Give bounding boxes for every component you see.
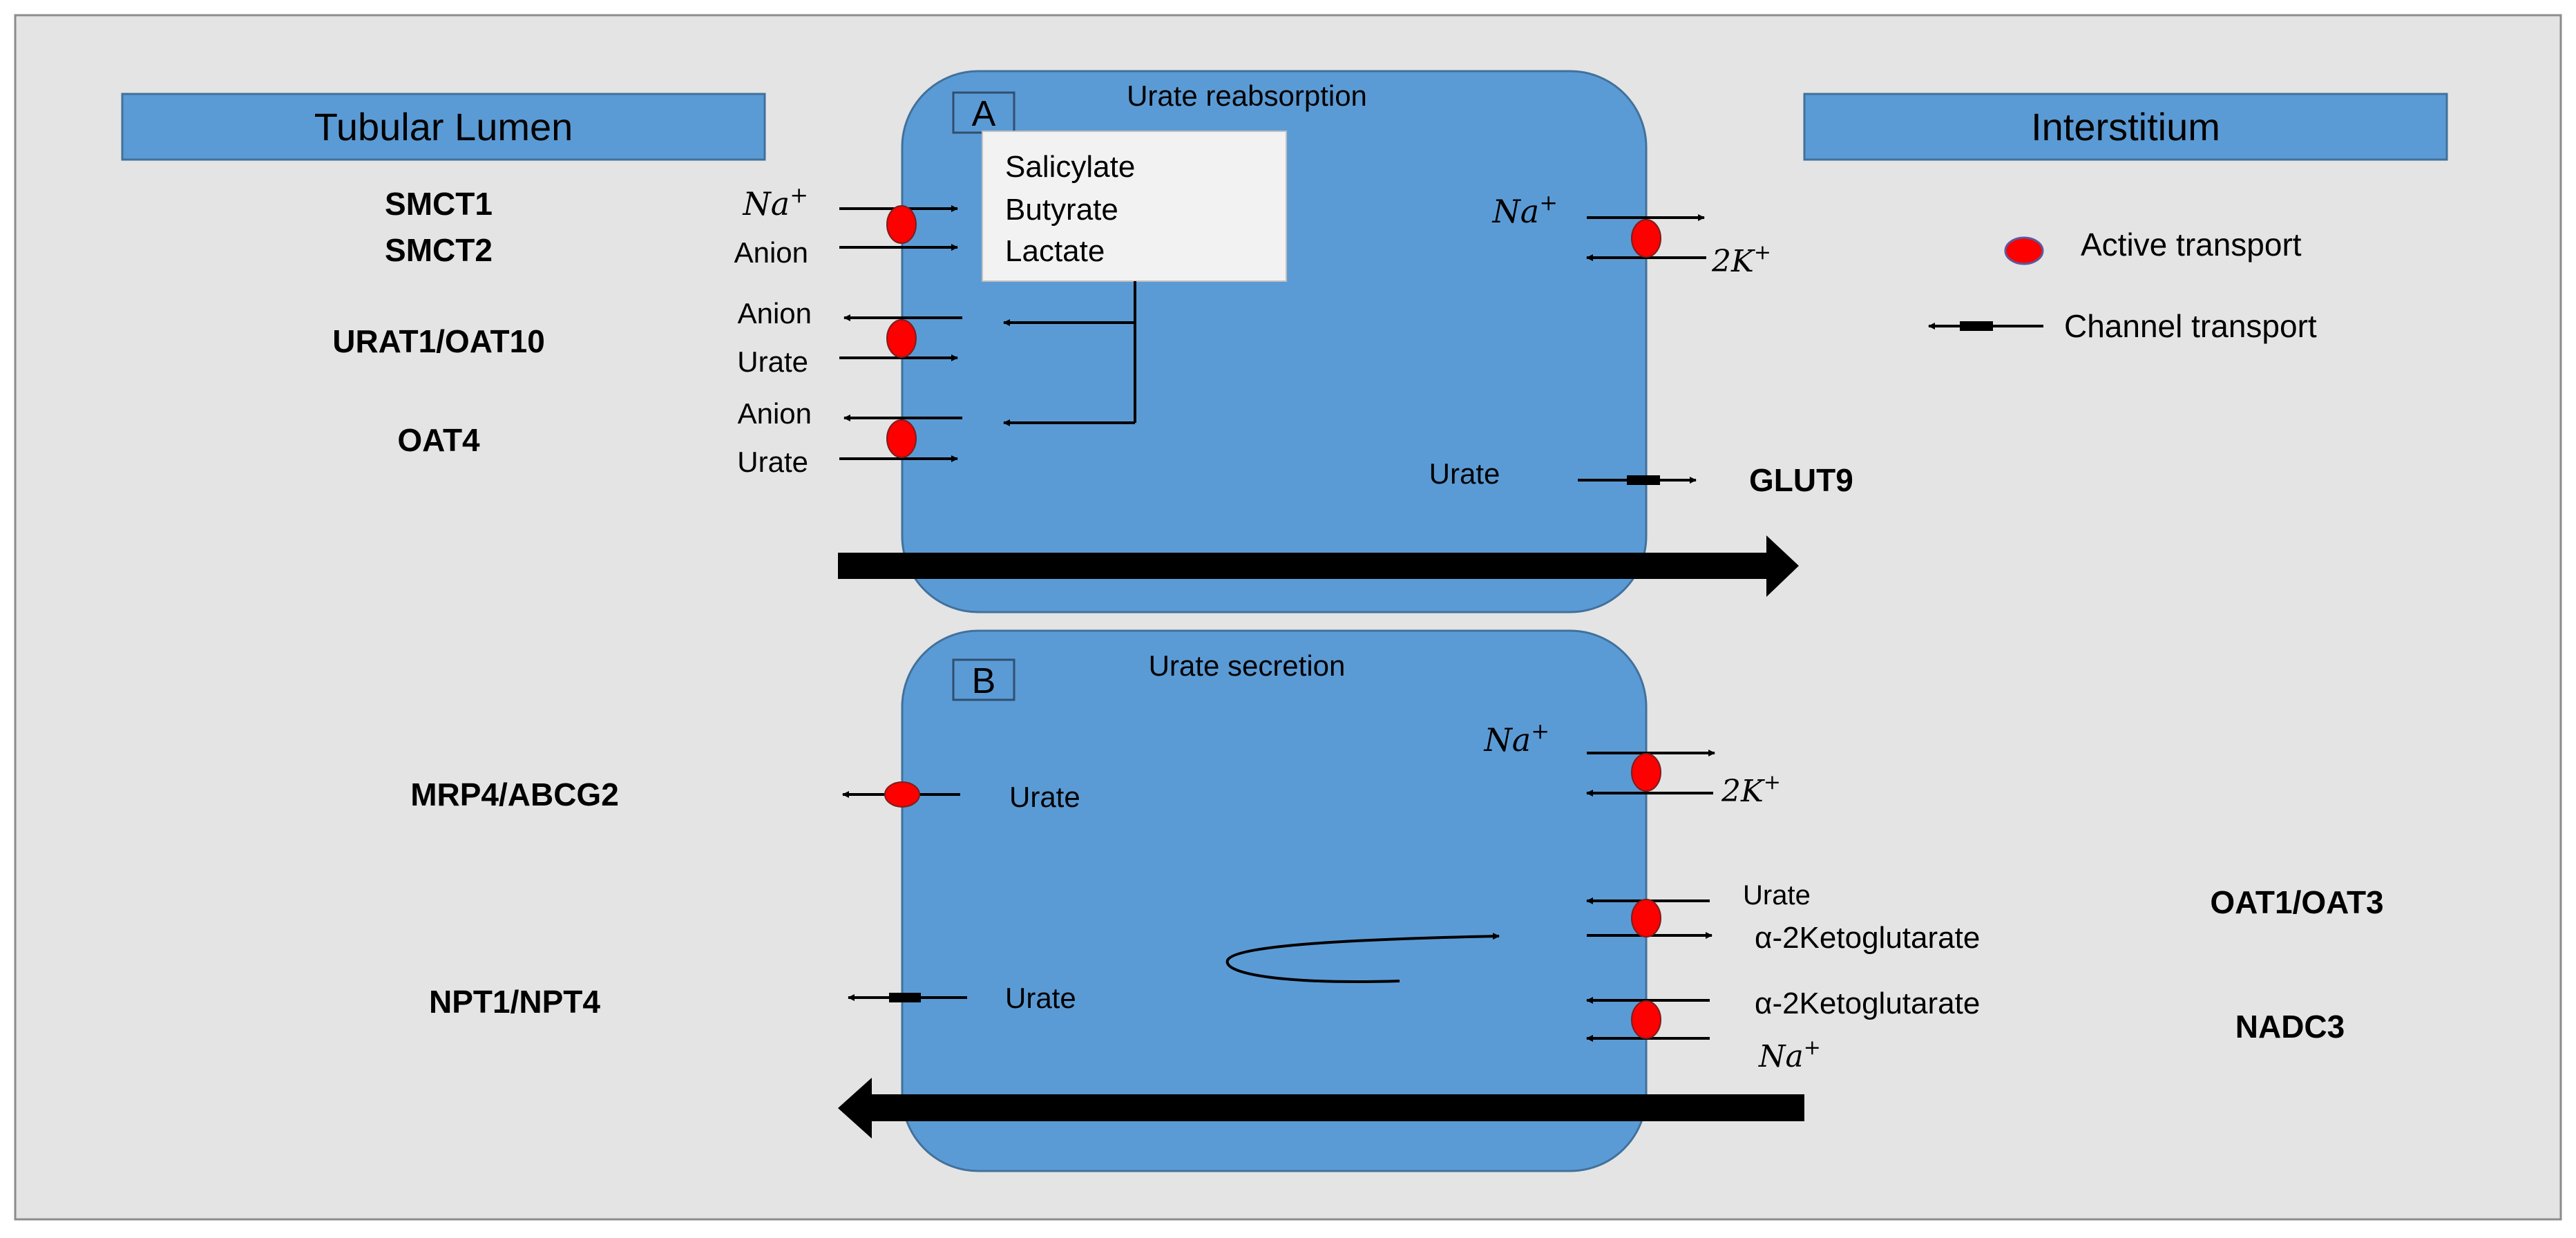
label-na-in: Na+ xyxy=(743,182,809,222)
label-na-pump-a: Na+ xyxy=(1492,189,1558,230)
transporter-glut9: GLUT9 xyxy=(1749,462,1853,498)
transporter-urat1-oat10: URAT1/OAT10 xyxy=(332,323,545,359)
label-na-nadc: Na+ xyxy=(1758,1036,1821,1074)
inhibitor-box: Salicylate Butyrate Lactate xyxy=(982,131,1287,282)
transporter-smct2: SMCT2 xyxy=(385,232,493,268)
akg-recycle-arrow xyxy=(1225,933,1500,983)
active-transport-urat1 xyxy=(886,319,917,358)
label-k-pump-b: 2K+ xyxy=(1721,770,1781,809)
label-anion-in: Anion xyxy=(734,236,808,269)
label-urate-glut9: Urate xyxy=(1429,457,1500,490)
transporter-mrp4-abcg2: MRP4/ABCG2 xyxy=(410,777,619,812)
label-urate-oat: Urate xyxy=(1743,880,1811,911)
transporter-nadc3: NADC3 xyxy=(2235,1009,2345,1045)
label-akg-oat: α-2Ketoglutarate xyxy=(1755,921,1980,955)
legend-channel-label: Channel transport xyxy=(2064,308,2317,344)
legend: Active transport Channel transport xyxy=(1928,227,2317,344)
secretion-cell xyxy=(901,629,1648,1172)
transporter-smct1: SMCT1 xyxy=(385,186,493,222)
channel-npt xyxy=(848,993,967,1002)
channel-glut9 xyxy=(1578,475,1697,485)
panel-a-pump-arrows xyxy=(1586,214,1706,261)
label-na-pump-b: Na+ xyxy=(1484,718,1550,759)
inhibitor-butyrate: Butyrate xyxy=(1005,193,1118,227)
active-transport-nadc3 xyxy=(1631,1000,1661,1039)
label-urate-npt: Urate xyxy=(1005,982,1076,1014)
label-anion-out-1: Anion xyxy=(738,297,812,330)
legend-active-icon xyxy=(2004,236,2044,265)
legend-active-label: Active transport xyxy=(2081,227,2302,263)
panel-b-pump-arrows xyxy=(1586,750,1715,797)
label-anion-out-2: Anion xyxy=(738,397,812,430)
reabsorption-flow-arrow xyxy=(838,535,1799,597)
panel-b-letter-box: B xyxy=(952,658,1015,701)
label-akg-nadc: α-2Ketoglutarate xyxy=(1755,987,1980,1020)
label-urate-in-2: Urate xyxy=(737,446,808,478)
active-transport-oat1-oat3 xyxy=(1631,899,1661,937)
transporter-npt1-npt4: NPT1/NPT4 xyxy=(429,984,600,1020)
secretion-flow-arrow xyxy=(838,1078,1804,1139)
active-transport-na-k-pump-b xyxy=(1631,753,1661,792)
active-transport-oat4 xyxy=(886,419,917,458)
inhibitor-lactate: Lactate xyxy=(1005,234,1105,268)
panel-a-title: Urate reabsorption xyxy=(1127,79,1367,112)
interstitium-header: Interstitium xyxy=(1803,93,2448,161)
legend-channel-icon xyxy=(1928,321,2043,331)
active-transport-smct xyxy=(886,205,917,244)
panel-a-letter: A xyxy=(972,94,996,134)
inhibitor-salicylate: Salicylate xyxy=(1005,150,1135,184)
transporter-oat1-oat3: OAT1/OAT3 xyxy=(2210,884,2383,920)
transporter-oat4: OAT4 xyxy=(397,422,480,458)
lumen-header-label: Tubular Lumen xyxy=(314,105,573,149)
lumen-header: Tubular Lumen xyxy=(121,93,766,161)
label-k-pump-a: 2K+ xyxy=(1711,240,1771,279)
label-urate-in-1: Urate xyxy=(737,345,808,378)
label-urate-mrp4: Urate xyxy=(1009,781,1080,813)
active-transport-na-k-pump-a xyxy=(1631,219,1661,258)
active-transport-mrp4 xyxy=(884,781,920,808)
inhibitor-branch-lines xyxy=(1003,281,1136,426)
panel-b-letter: B xyxy=(972,661,996,701)
panel-b-title: Urate secretion xyxy=(1149,649,1346,682)
interstitium-header-label: Interstitium xyxy=(2031,105,2220,149)
